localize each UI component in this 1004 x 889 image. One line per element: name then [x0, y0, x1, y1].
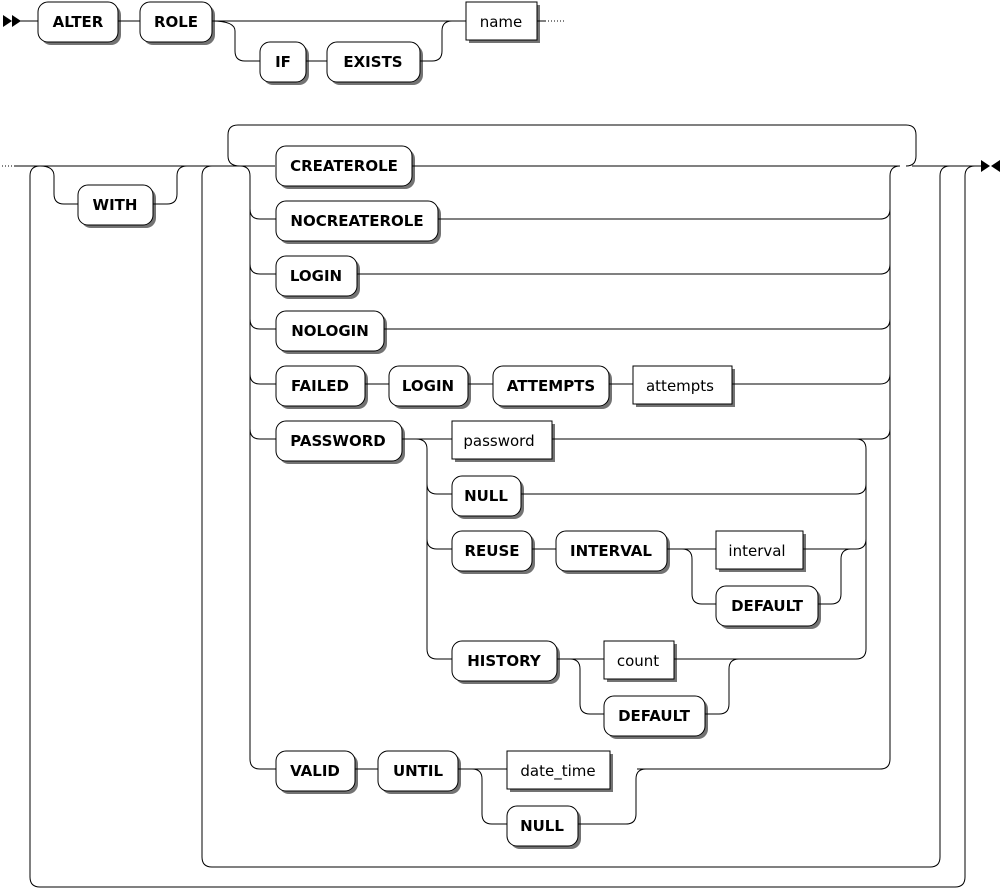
svg-text:HISTORY: HISTORY — [467, 652, 542, 670]
keyword-interval-default: DEFAULT — [715, 585, 821, 629]
connector — [357, 263, 891, 275]
connector — [705, 658, 740, 715]
svg-text:ALTER: ALTER — [53, 13, 104, 31]
connector — [415, 438, 452, 660]
keyword-until: UNTIL — [377, 750, 461, 794]
svg-text:LOGIN: LOGIN — [290, 267, 342, 285]
svg-text:DEFAULT: DEFAULT — [731, 597, 804, 615]
connector — [818, 548, 852, 605]
svg-text:WITH: WITH — [93, 196, 138, 214]
keyword-reuse: REUSE — [451, 530, 535, 574]
keyword-with: WITH — [77, 184, 156, 228]
svg-text:FAILED: FAILED — [291, 377, 349, 395]
connector — [521, 483, 867, 495]
keyword-alter: ALTER — [37, 1, 121, 45]
keyword-role: ROLE — [139, 1, 215, 45]
keyword-nologin: NOLOGIN — [275, 310, 387, 354]
keyword-history-default: DEFAULT — [603, 695, 708, 739]
svg-text:interval: interval — [728, 542, 785, 560]
keyword-failed: FAILED — [275, 365, 368, 409]
connector — [552, 428, 891, 440]
end-marker — [981, 160, 1000, 172]
connector — [239, 165, 276, 770]
svg-text:CREATEROLE: CREATEROLE — [290, 157, 398, 175]
connector — [438, 208, 891, 220]
svg-text:VALID: VALID — [290, 762, 340, 780]
connector — [384, 318, 891, 330]
svg-text:NULL: NULL — [464, 487, 508, 505]
connector — [569, 658, 604, 715]
connector — [578, 768, 647, 825]
keyword-interval: INTERVAL — [555, 530, 670, 574]
keyword-exists: EXISTS — [326, 41, 423, 85]
connector — [227, 124, 917, 167]
param-name: name — [465, 1, 540, 43]
connector — [29, 165, 976, 888]
connector — [201, 165, 951, 868]
start-marker — [3, 15, 21, 27]
svg-text:DEFAULT: DEFAULT — [618, 707, 691, 725]
param-interval: interval — [715, 530, 806, 572]
svg-text:IF: IF — [275, 53, 291, 71]
keyword-login: LOGIN — [275, 255, 360, 299]
svg-text:NULL: NULL — [520, 817, 564, 835]
keyword-createrole: CREATEROLE — [275, 145, 415, 189]
keyword-password-null: NULL — [451, 475, 524, 519]
keyword-valid: VALID — [275, 750, 358, 794]
keyword-nocreaterole: NOCREATEROLE — [275, 200, 441, 244]
connector — [471, 768, 507, 825]
svg-text:LOGIN: LOGIN — [402, 377, 454, 395]
svg-text:INTERVAL: INTERVAL — [570, 542, 652, 560]
param-attempts: attempts — [632, 365, 735, 407]
connector — [557, 438, 867, 660]
keyword-valid-null: NULL — [506, 805, 581, 849]
diagram-connectors — [2, 20, 982, 888]
keyword-login-attempts: LOGIN — [388, 365, 471, 409]
svg-text:ATTEMPTS: ATTEMPTS — [507, 377, 595, 395]
keyword-attempts: ATTEMPTS — [492, 365, 612, 409]
connector — [426, 483, 452, 550]
svg-text:name: name — [480, 13, 523, 31]
svg-text:EXISTS: EXISTS — [343, 53, 402, 71]
connector — [306, 20, 453, 62]
keyword-if: IF — [259, 41, 309, 85]
svg-text:attempts: attempts — [646, 377, 714, 395]
connector — [681, 548, 716, 605]
param-password: password — [451, 420, 555, 462]
svg-text:date_time: date_time — [520, 762, 595, 781]
keyword-password: PASSWORD — [275, 420, 405, 464]
keyword-history: HISTORY — [451, 640, 560, 684]
connector — [803, 538, 867, 550]
svg-text:PASSWORD: PASSWORD — [290, 432, 385, 450]
svg-text:REUSE: REUSE — [464, 542, 519, 560]
svg-text:password: password — [463, 432, 534, 450]
svg-text:NOCREATEROLE: NOCREATEROLE — [290, 212, 423, 230]
svg-text:count: count — [617, 652, 659, 670]
connector — [39, 165, 78, 205]
svg-text:UNTIL: UNTIL — [393, 762, 444, 780]
connector — [249, 208, 276, 440]
param-count: count — [603, 640, 677, 682]
svg-text:NOLOGIN: NOLOGIN — [291, 322, 369, 340]
connector — [153, 165, 188, 205]
svg-text:ROLE: ROLE — [154, 13, 198, 31]
param-date-time: date_time — [506, 750, 613, 792]
connector — [732, 373, 891, 385]
connector — [412, 165, 901, 770]
connector — [211, 20, 260, 62]
